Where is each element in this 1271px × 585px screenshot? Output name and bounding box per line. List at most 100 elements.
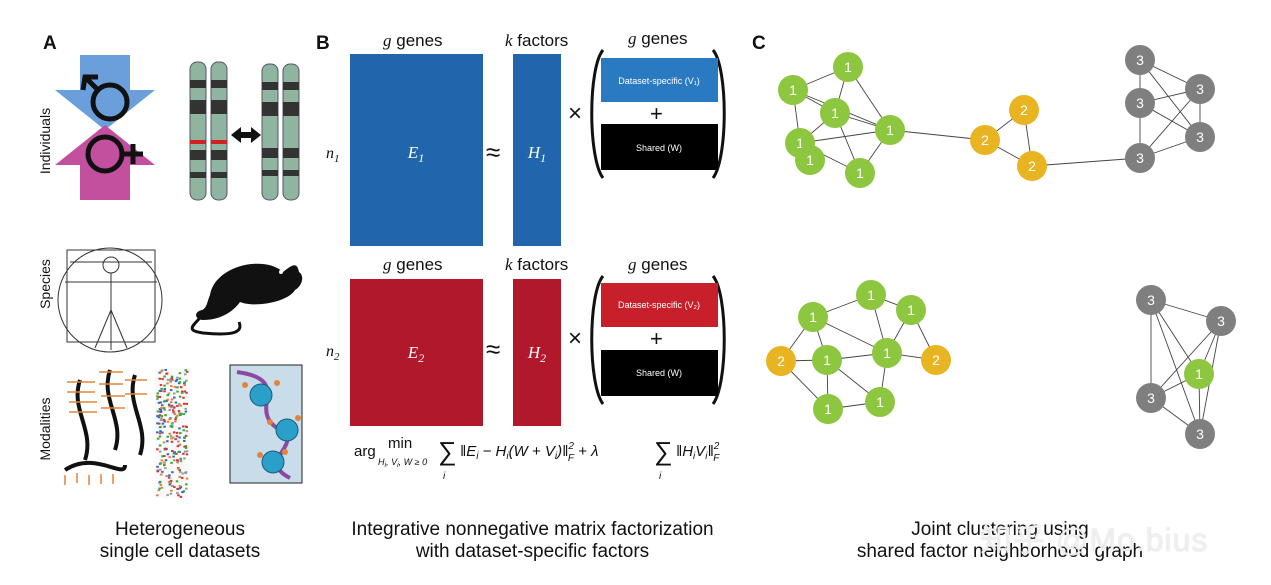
top-graph-node: [1185, 74, 1215, 104]
row-label-species: Species: [37, 259, 53, 309]
bottom-graph-node: [798, 302, 828, 332]
W-bottom-label: Shared (W): [636, 368, 682, 378]
bottom-graph-node-label: 3: [1217, 313, 1225, 329]
panel-b-caption: Integrative nonnegative matrix factoriza…: [320, 519, 745, 563]
bottom-graph-node: [766, 346, 796, 376]
H2-label: H: [527, 343, 542, 362]
matrix-H2: [513, 279, 561, 426]
panel-b-caption-line1: Integrative nonnegative matrix factoriza…: [351, 519, 714, 540]
bottom-graph-node: [872, 338, 902, 368]
bottom-graph-node-label: 1: [824, 401, 832, 417]
bottom-graph-edge: [1150, 320, 1222, 399]
svg-text:H1: H1: [527, 143, 546, 165]
W-top-label: Shared (W): [636, 143, 682, 153]
top-graph-node: [778, 75, 808, 105]
top-graph-edge: [1139, 59, 1201, 138]
accessibility-ticks-icon: [64, 371, 147, 485]
top-graph-node: [820, 98, 850, 128]
top-graph-node: [845, 158, 875, 188]
n1-sub: 1: [334, 153, 340, 165]
svg-text:H2: H2: [527, 343, 546, 365]
svg-text:n2: n2: [326, 343, 340, 363]
bottom-graph-node-label: 1: [1195, 366, 1203, 382]
E1-label: E: [407, 143, 419, 162]
top-graph-node-label: 1: [886, 122, 894, 138]
plus-symbol-top: +: [650, 101, 663, 126]
bottom-graph-node: [921, 345, 951, 375]
bottom-graph-edge: [1150, 299, 1201, 435]
top-graph-node: [1125, 88, 1155, 118]
top-graph-node-label: 2: [1020, 102, 1028, 118]
bottom-graph-node: [1184, 359, 1214, 389]
n1-label: n: [326, 145, 334, 162]
matrix-H1: [513, 54, 561, 246]
bottom-graph-node: [865, 387, 895, 417]
matrix-E2: [350, 279, 483, 426]
top-graph-node-label: 1: [806, 152, 814, 168]
bottom-row-labels: g genes k factors g genes: [383, 255, 688, 274]
mouse-icon: [190, 263, 303, 336]
top-graph-node-label: 2: [1028, 158, 1036, 174]
top-graph-node-label: 1: [844, 59, 852, 75]
top-graph-edge: [1139, 88, 1201, 159]
svg-text:‖HiVi‖2F: ‖HiVi‖2F: [676, 441, 720, 464]
svg-text:E2: E2: [407, 343, 424, 365]
bottom-g-genes-right-label: genes: [641, 255, 687, 274]
bottom-graph-node: [896, 295, 926, 325]
svg-text:g genes: g genes: [628, 255, 688, 274]
svg-text:i: i: [443, 471, 446, 482]
svg-text:g genes: g genes: [383, 31, 443, 50]
bottom-graph-node: [813, 394, 843, 424]
sex-symbols-icon: [55, 55, 155, 200]
bottom-graph-node-label: 1: [809, 309, 817, 325]
svg-text:n1: n1: [326, 145, 340, 165]
bottom-graph-node: [812, 345, 842, 375]
top-row-labels: g genes k factors g genes: [383, 29, 688, 50]
scatter-matrix-icon: [155, 368, 189, 498]
top-graph-node-label: 3: [1136, 52, 1144, 68]
bottom-graph-node: [856, 280, 886, 310]
approx-symbol-bottom: ≈: [486, 334, 500, 364]
svg-text:‖Ei − Hi(W + Vi)‖2F + λ: ‖Ei − Hi(W + Vi)‖2F + λ: [460, 441, 598, 464]
top-graph-node-label: 3: [1136, 150, 1144, 166]
row-label-individuals: Individuals: [37, 107, 53, 175]
top-graph-node-label: 2: [981, 132, 989, 148]
svg-text:Hi, Vi, W ≥ 0: Hi, Vi, W ≥ 0: [378, 457, 427, 469]
svg-text:i: i: [659, 471, 662, 482]
svg-text:arg: arg: [354, 443, 376, 460]
top-graph-node-label: 1: [796, 135, 804, 151]
bottom-graph-node: [1185, 419, 1215, 449]
bottom-graph-node: [1136, 285, 1166, 315]
top-graph-node-label: 3: [1196, 81, 1204, 97]
E2-label: E: [407, 343, 419, 362]
panel-a-caption: Heterogeneous single cell datasets: [60, 519, 300, 563]
bottom-g-genes-label: genes: [396, 255, 442, 274]
top-graph-node: [1125, 143, 1155, 173]
objective-formula: arg min Hi, Vi, W ≥ 0 ∑ i ‖Ei − Hi(W + V…: [354, 435, 720, 482]
matrix-W-bottom: [601, 350, 718, 396]
bottom-graph-node: [1206, 306, 1236, 336]
svg-text:∑: ∑: [654, 436, 673, 466]
watermark: 知乎 @Mo.bius: [980, 522, 1209, 558]
top-graph-node-label: 1: [789, 82, 797, 98]
matrix-W-top: [601, 124, 718, 170]
bottom-graph-node-label: 1: [876, 394, 884, 410]
top-graph-node: [1009, 95, 1039, 125]
H2-sub: 2: [540, 351, 546, 365]
bottom-graph-node-label: 1: [907, 302, 915, 318]
matrix-V1: [601, 58, 718, 102]
H1-label: H: [527, 143, 542, 162]
E1-sub: 1: [418, 151, 424, 165]
top-graph-node-label: 3: [1196, 129, 1204, 145]
top-graph-node: [1185, 122, 1215, 152]
approx-symbol-top: ≈: [486, 137, 500, 167]
top-graph-node-label: 3: [1136, 95, 1144, 111]
top-graph-node: [1017, 151, 1047, 181]
times-symbol-bottom: ×: [568, 325, 582, 352]
bottom-graph-node-label: 3: [1196, 426, 1204, 442]
vitruvian-man-icon: [57, 247, 163, 353]
svg-text:E1: E1: [407, 143, 424, 165]
nucleosome-icon: [229, 364, 303, 484]
